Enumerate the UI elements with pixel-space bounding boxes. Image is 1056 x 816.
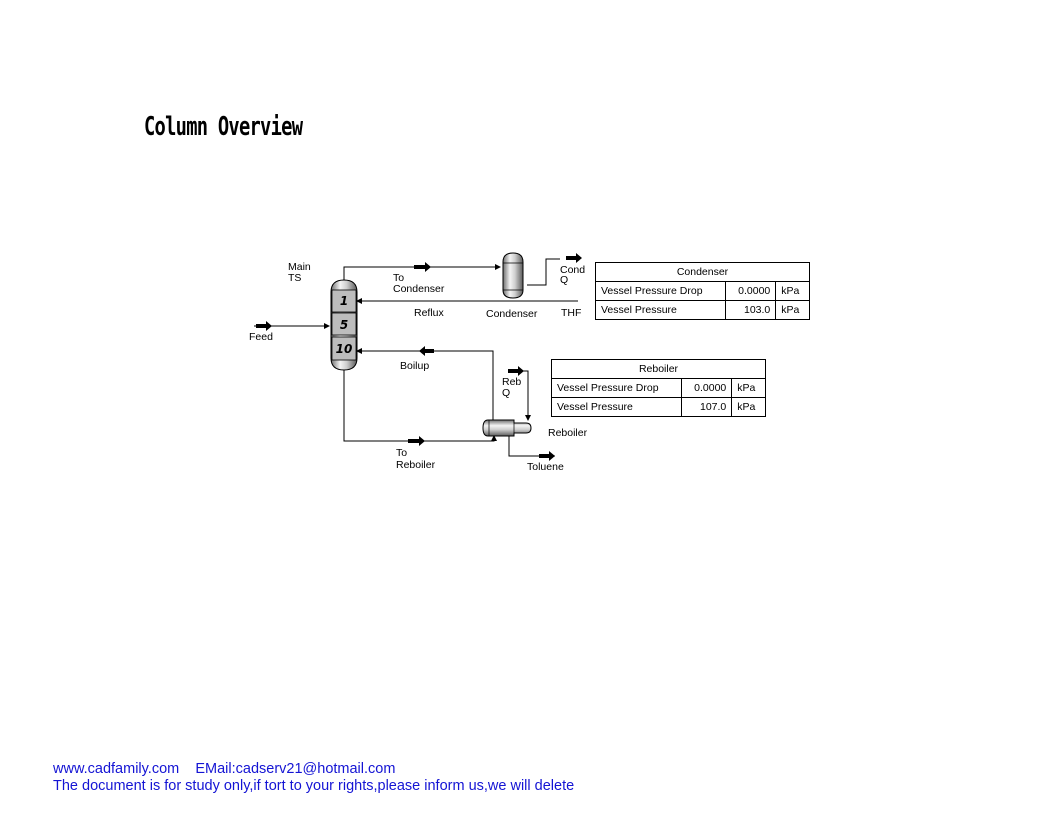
footer-contact[interactable]: www.cadfamily.com EMail:cadserv21@hotmai… (53, 761, 396, 777)
reflux-label: Reflux (414, 307, 445, 319)
to-reboiler-label: Reboiler (396, 459, 436, 471)
to-condenser-label: Condenser (393, 283, 445, 295)
toluene-label: Toluene (527, 461, 564, 473)
stream-arrow-icon (408, 436, 425, 446)
thf-label: THF (561, 307, 581, 319)
param-unit: kPa (731, 397, 766, 417)
table-row: Vessel Pressure Drop 0.0000 kPa (550, 378, 766, 398)
param-unit: kPa (775, 281, 810, 301)
stream-labels: Main TS Feed To Condenser Reflux Condens… (249, 261, 588, 473)
param-name: Vessel Pressure Drop (550, 378, 683, 398)
tray-label: 5 (340, 318, 348, 332)
distillation-column[interactable]: 1 5 10 (330, 279, 358, 371)
param-value[interactable]: 107.0 (681, 397, 733, 417)
param-value[interactable]: 0.0000 (681, 378, 733, 398)
param-unit: kPa (775, 300, 810, 320)
page-title: Column Overview (144, 112, 303, 142)
reboiler-spec-table: Reboiler Vessel Pressure Drop 0.0000 kPa… (550, 359, 766, 417)
param-value[interactable]: 0.0000 (725, 281, 777, 301)
feed-label: Feed (249, 331, 273, 343)
stream-arrow-icon (256, 321, 272, 331)
tray-label: 1 (340, 294, 348, 308)
to-reboiler-label: To (396, 447, 407, 459)
condenser-table-title: Condenser (595, 262, 810, 282)
param-name: Vessel Pressure (550, 397, 683, 417)
stream-arrow-icon (566, 253, 582, 263)
table-row: Vessel Pressure 107.0 kPa (550, 397, 766, 417)
boilup-label: Boilup (400, 360, 429, 372)
param-name: Vessel Pressure Drop (594, 281, 727, 301)
reboiler-label: Reboiler (548, 427, 588, 439)
main-ts-label: Main (288, 261, 311, 273)
cond-q-label: Q (560, 274, 568, 286)
stream-arrow-glyphs (256, 253, 582, 461)
condenser-spec-table: Condenser Vessel Pressure Drop 0.0000 kP… (594, 262, 810, 320)
stream-arrow-icon (419, 346, 434, 356)
table-row: Vessel Pressure Drop 0.0000 kPa (594, 281, 810, 301)
stream-arrow-icon (539, 451, 555, 461)
condenser-vessel[interactable] (502, 252, 524, 299)
stream-arrow-icon (508, 366, 524, 376)
param-value[interactable]: 103.0 (725, 300, 777, 320)
condenser-label: Condenser (486, 308, 538, 320)
table-row: Vessel Pressure 103.0 kPa (594, 300, 810, 320)
footer-disclaimer: The document is for study only,if tort t… (53, 778, 575, 794)
main-ts-label: TS (288, 272, 301, 284)
param-unit: kPa (731, 378, 766, 398)
reb-q-label: Q (502, 387, 510, 399)
reb-q-label: Reb (502, 376, 521, 388)
tray-label: 10 (336, 342, 353, 356)
to-condenser-label: To (393, 272, 404, 284)
cond-q-label: Cond (560, 264, 585, 276)
reboiler-table-title: Reboiler (551, 359, 766, 379)
param-name: Vessel Pressure (594, 300, 727, 320)
reboiler-vessel[interactable] (482, 419, 532, 437)
stream-arrow-icon (414, 262, 431, 272)
